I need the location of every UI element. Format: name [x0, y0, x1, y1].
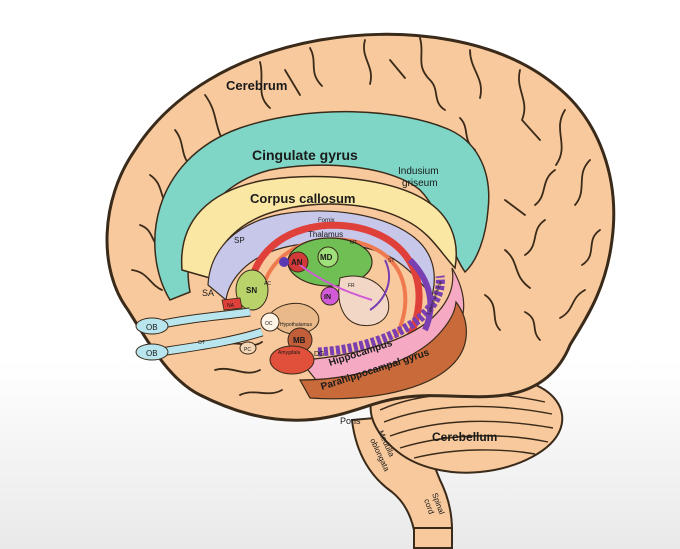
lateral-ventricle — [407, 257, 434, 332]
label-griseum: griseum — [402, 178, 438, 189]
label-mt: MT — [350, 240, 357, 246]
st-tract — [369, 259, 390, 311]
olfactory-tract-2-fill — [159, 328, 264, 356]
fr-tract — [299, 264, 373, 301]
label-thalamus: Thalamus — [308, 230, 343, 239]
sn-region — [235, 269, 269, 311]
hippocampus — [317, 275, 445, 357]
label-hypothalamus: Hypothalamus — [280, 322, 312, 328]
label-mb: MB — [293, 336, 306, 345]
cingulate-gyrus — [154, 110, 490, 301]
label-na: NA — [227, 303, 235, 309]
label-dg: DG — [314, 351, 325, 358]
fornix-arc — [246, 221, 423, 347]
label-amygdala: Amygdala — [278, 350, 300, 356]
in-region — [338, 275, 390, 327]
oc-circle — [260, 312, 280, 332]
label-ac: AC — [264, 281, 271, 287]
label-sn: SN — [246, 286, 257, 295]
label-an: AN — [291, 258, 303, 267]
label-sa: SA — [202, 288, 214, 298]
label-ot: OT — [198, 340, 205, 346]
corpus-callosum — [180, 175, 457, 279]
label-sp: SP — [234, 236, 245, 245]
spinal-cord — [413, 527, 453, 549]
na-region — [221, 297, 243, 311]
label-fr: FR — [348, 283, 355, 289]
label-oc: OC — [265, 321, 273, 327]
label-pons: Pons — [340, 416, 361, 426]
dot-purple — [279, 257, 289, 267]
md-nucleus — [317, 246, 339, 268]
label-cerebrum: Cerebrum — [226, 78, 287, 93]
sulci — [131, 37, 601, 396]
label-md: MD — [320, 253, 333, 262]
label-corpus-callosum: Corpus callosum — [250, 191, 355, 206]
amygdala — [269, 345, 315, 375]
cerebellum-folia — [379, 392, 554, 459]
label-fornix: Fornix — [318, 218, 335, 224]
fornix-arc-inner — [260, 237, 408, 339]
label-indusium: Indusium — [398, 166, 439, 177]
label-cerebellum: Cerebellum — [432, 430, 497, 444]
parahippocampal-gyrus — [298, 300, 467, 400]
in-nucleus — [320, 286, 340, 306]
pc-ellipse — [239, 341, 257, 355]
label-cingulate-gyrus: Cingulate gyrus — [252, 147, 358, 163]
label-pc: PC — [244, 347, 251, 353]
olfactory-bulb-2 — [135, 343, 169, 361]
label-ob-1: OB — [146, 323, 158, 332]
label-st: ST — [388, 258, 394, 264]
label-ob-2: OB — [146, 349, 158, 358]
label-in: IN — [324, 294, 331, 301]
olfactory-bulb-1 — [135, 317, 169, 335]
